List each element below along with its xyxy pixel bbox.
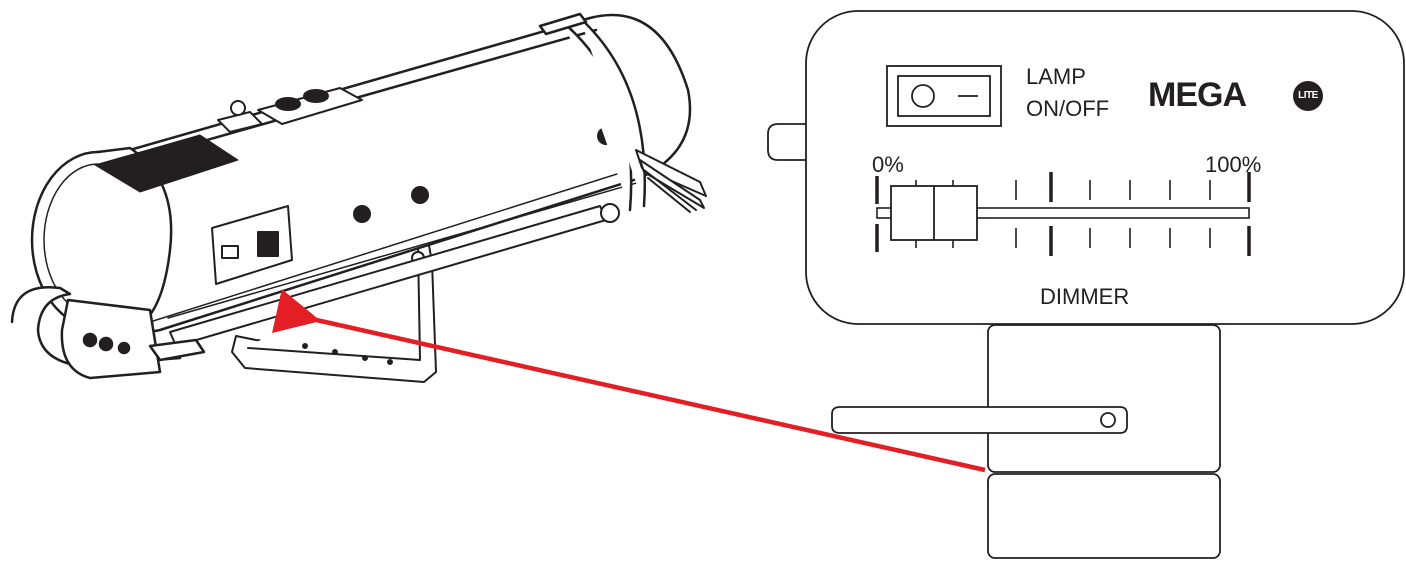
mounting-block-lower xyxy=(987,473,1221,559)
pointer-arrow xyxy=(271,289,986,473)
panel-side-tab xyxy=(767,123,810,161)
control-panel-callout xyxy=(767,10,1405,325)
dimmer-scale-ticks xyxy=(875,172,1251,256)
dimmer-track xyxy=(876,207,1250,219)
switch-label-line1: LAMP xyxy=(1026,64,1086,89)
fixture-front-handle xyxy=(10,285,206,380)
rocker-switch-icon[interactable] xyxy=(886,65,1002,127)
mounting-block xyxy=(831,324,1221,559)
mounting-bar xyxy=(831,406,1128,434)
dimmer-slider-knob[interactable] xyxy=(890,185,978,241)
mounting-bar-hole xyxy=(1100,412,1116,428)
fixture-side-panel xyxy=(211,205,293,285)
fixture-top-controls xyxy=(217,87,363,133)
spotlight-fixture xyxy=(10,12,707,383)
panel-outline xyxy=(805,10,1405,325)
fixture-color-fingers xyxy=(635,149,707,213)
fixture-vent-grille xyxy=(94,134,239,193)
fixture-front xyxy=(30,146,173,332)
switch-label-line2: ON/OFF xyxy=(1026,96,1110,121)
scale-max-label: 100% xyxy=(1205,152,1262,177)
dimmer-label: DIMMER xyxy=(1040,284,1130,309)
mounting-block-upper xyxy=(987,324,1221,473)
brand-badge: LITE xyxy=(1293,81,1323,111)
brand-logo: MEGA xyxy=(1148,76,1247,114)
fixture-rear-ring xyxy=(538,12,646,212)
scale-min-label: 0% xyxy=(872,152,904,177)
